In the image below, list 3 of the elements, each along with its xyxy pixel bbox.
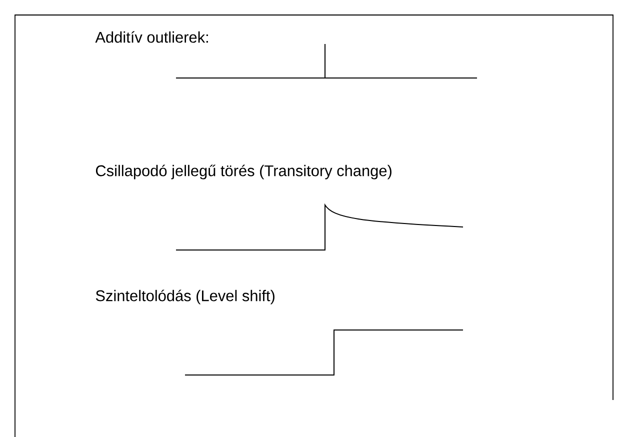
caption-text: Csillapodó jellegű törés (Transitory change) bbox=[96, 164, 392, 180]
caption-text: Additív outlierek: bbox=[95, 31, 208, 43]
caption-text: Szinteltolódás (Level shift) bbox=[96, 290, 274, 304]
